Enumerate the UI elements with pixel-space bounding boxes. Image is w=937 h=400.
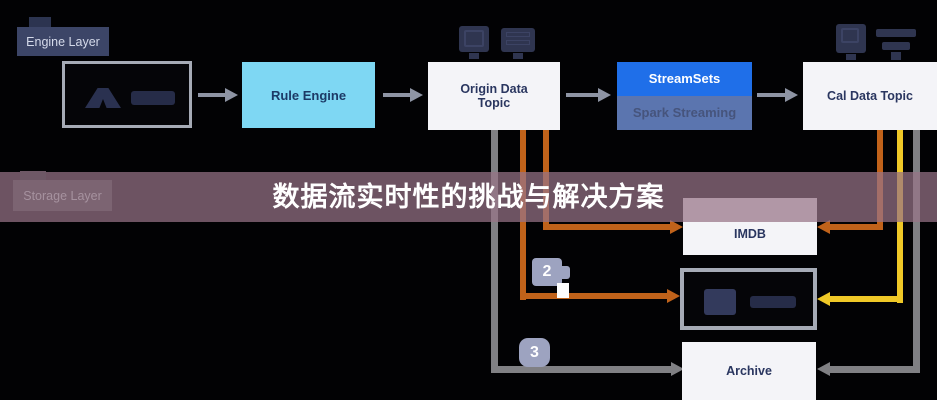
banner-title: 数据流实时性的挑战与解决方案 (272, 182, 665, 212)
arrowhead-orange-into-imdb-left (670, 220, 683, 234)
arrowhead-gray-into-archive-left (671, 362, 684, 376)
storage-layer-badge: Storage Layer (13, 180, 112, 211)
connector-yellow-horizontal (829, 296, 903, 302)
node-streamsets-spark: StreamSets Spark Streaming (617, 62, 752, 130)
title-banner (0, 172, 937, 222)
arrow-1-head (225, 88, 238, 102)
node-cache-logo-box (680, 268, 817, 330)
arrow-2-line (383, 93, 410, 97)
engine-layer-badge: Engine Layer (17, 27, 109, 56)
node-archive: Archive (682, 342, 816, 400)
arrow-3-head (598, 88, 611, 102)
node-origin-data-topic: Origin Data Topic (428, 62, 560, 130)
stream-lines-icon-bar1 (876, 29, 916, 37)
connector-gray-right-horizontal (829, 366, 920, 373)
node-rule-engine: Rule Engine (242, 62, 375, 128)
monitor-icon (459, 26, 489, 52)
node-engine-logo-box (62, 61, 192, 128)
monitor-stand-icon (469, 53, 479, 59)
step-2-label: 2 (542, 263, 552, 280)
engine-layer-label: Engine Layer (26, 34, 100, 49)
arrow-2-head (410, 88, 423, 102)
origin-data-topic-label: Origin Data Topic (460, 82, 528, 110)
arrowhead-gray-into-archive-right (817, 362, 830, 376)
stream-lines-icon-stem (891, 52, 901, 60)
step-badge-2-paper (557, 283, 569, 298)
step-badge-3: 3 (519, 338, 550, 367)
imdb-label: IMDB (734, 227, 766, 241)
connector-orange-a-horizontal (543, 224, 671, 230)
rule-engine-label: Rule Engine (270, 87, 347, 103)
connector-orange-c-horizontal (829, 224, 883, 230)
step-badge-2: 2 (532, 258, 562, 286)
arrowhead-orange-into-logo-box-left (667, 289, 680, 303)
archive-label: Archive (726, 364, 772, 378)
cal-data-topic-label: Cal Data Topic (827, 89, 913, 103)
step-3-label: 3 (530, 343, 539, 361)
arrowhead-orange-into-imdb-right (817, 220, 830, 234)
arrow-3-line (566, 93, 598, 97)
arrow-1-line (198, 93, 225, 97)
connector-gray-right-vertical (913, 130, 920, 372)
arrow-4-line (757, 93, 785, 97)
storage-layer-tab (20, 171, 46, 182)
stream-lines-icon-bar2 (882, 42, 910, 50)
engine-layer-tab (29, 17, 51, 29)
cache-logo-wordmark (750, 296, 796, 308)
spark-streaming-label: Spark Streaming (617, 96, 752, 130)
streamsets-label: StreamSets (617, 62, 752, 96)
cache-logo-icon (704, 289, 736, 315)
engine-logo-icon (85, 88, 121, 108)
storage-layer-label: Storage Layer (23, 188, 102, 203)
arrowhead-yellow-into-logo-box-right (817, 292, 830, 306)
connector-orange-b-horizontal (520, 293, 668, 299)
server-stand-icon (513, 53, 523, 59)
connector-gray-left-horizontal (491, 366, 673, 373)
database-stand-icon (846, 54, 856, 60)
database-icon (836, 24, 866, 53)
step-badge-2-tab (561, 266, 570, 279)
node-cal-data-topic: Cal Data Topic (803, 62, 937, 130)
arrow-4-head (785, 88, 798, 102)
server-icon (501, 28, 535, 52)
connector-gray-left-vertical (491, 130, 498, 372)
engine-logo-wordmark (131, 91, 175, 105)
